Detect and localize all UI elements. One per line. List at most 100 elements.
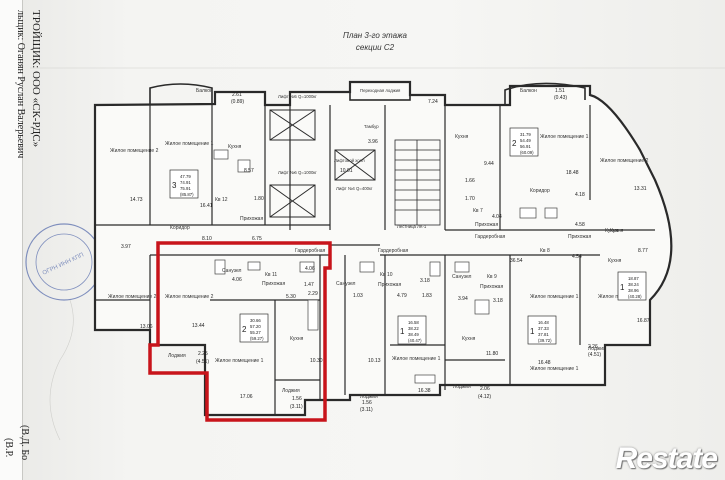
area-value: 16.38 (418, 388, 431, 394)
room-label: Санузел (452, 274, 472, 280)
unit-tag-value: 38.49 (408, 332, 419, 337)
room-label: Лифт №6 Q=1000кг (278, 170, 317, 175)
restate-watermark-logo: Restate (615, 442, 718, 475)
room-label: Прихожая (480, 284, 503, 290)
area-value: 3.18 (493, 298, 503, 304)
area-value: 16.48 (538, 360, 551, 366)
room-label: Коридор (530, 188, 550, 194)
paper-marks (30, 67, 725, 441)
unit-tag-value: 38.96 (628, 288, 639, 293)
room-label: Прихожая (568, 234, 591, 240)
room-label: Гардеробная (475, 234, 506, 240)
unit-tag-value: 38.22 (408, 326, 419, 331)
area-value: 8.10 (202, 236, 212, 242)
room-label: Жилое помещение 2 (110, 148, 159, 154)
unit-tag: 1 18.87 38.24 38.96 (40.28) (617, 271, 647, 301)
unit-tag: 1 16.48 37.33 37.81 (39.72) (527, 315, 557, 345)
room-label: Тамбур (364, 124, 379, 129)
area-value: 36.54 (510, 258, 523, 264)
area-value: (3.11) (360, 407, 373, 413)
room-label: Кв 10 (380, 272, 393, 278)
room-label: Кухня (455, 134, 469, 140)
unit-tags: 3 47.79 74.91 75.91 (85.87) 2 31.79 54.4… (169, 127, 647, 345)
area-value: 1.70 (465, 196, 475, 202)
area-value: 2.26 (588, 344, 598, 350)
room-label: Жилое помещение 1 (392, 356, 441, 362)
room-label: Кв 11 (265, 272, 277, 278)
room-label: Кухня (228, 144, 242, 150)
area-value: 3.97 (121, 244, 131, 250)
area-value: 1.56 (362, 400, 372, 406)
room-label: Кухня (605, 228, 619, 234)
unit-tag: 3 47.79 74.91 75.91 (85.87) (169, 169, 199, 199)
room-label: Коридор (170, 225, 190, 231)
room-label: Прихожая (378, 282, 401, 288)
room-label: Лоджия (588, 346, 606, 352)
room-label: Лоджия (453, 384, 471, 390)
unit-tag-value: 55.27 (250, 330, 261, 335)
unit-tag-value: (60.09) (520, 150, 534, 155)
unit-tag: 2 31.79 54.49 56.91 (60.09) (509, 127, 539, 157)
room-label: Жилое помещение 1 (215, 358, 264, 364)
area-figures: 2.61 (0.89) 7.24 1.51 (0.43) 14.73 16.41… (121, 88, 650, 413)
room-label: Лестница ЛК-1 (397, 224, 427, 229)
room-label: Лифт №5 Q=1000кг (278, 94, 317, 99)
room-label: Лоджия (360, 394, 378, 400)
area-value: 5.30 (286, 294, 296, 300)
room-label: Лифт №4 Q=400кг (336, 186, 373, 191)
lift-shafts (269, 109, 376, 218)
area-value: 8.57 (244, 168, 254, 174)
area-value: 10.30 (310, 358, 323, 364)
balconies (149, 81, 586, 104)
area-value: 7.24 (428, 99, 438, 105)
area-value: 1.51 (555, 88, 565, 94)
area-value: 2.29 (308, 291, 318, 297)
room-label: Балкон (196, 88, 213, 94)
unit-tag-value: 57.20 (250, 324, 261, 329)
area-value: 2.06 (480, 386, 490, 392)
area-value: 4.54 (572, 254, 582, 260)
unit-tag-rooms: 2 (512, 139, 517, 148)
area-value: 1.03 (353, 293, 363, 299)
area-value: (4.12) (478, 394, 491, 400)
area-value: 6.75 (252, 236, 262, 242)
area-value: 17.06 (240, 394, 253, 400)
unit-tag-value: 56.91 (520, 144, 531, 149)
room-label: Лоджия (168, 353, 186, 359)
area-value: 1.66 (465, 178, 475, 184)
area-value: (0.89) (231, 99, 244, 105)
unit-tag-rooms: 3 (172, 181, 177, 190)
unit-tag-value: 18.87 (628, 276, 639, 281)
plan-title-line-2: секции С2 (355, 43, 395, 52)
area-value: 4.18 (575, 192, 585, 198)
unit-tag-rooms: 1 (400, 327, 405, 336)
area-value: 11.80 (486, 351, 498, 357)
area-value: 2.25 (198, 351, 208, 357)
room-label: Балкон (520, 88, 537, 94)
area-value: 1.83 (422, 293, 432, 299)
unit-tag-value: (40.47) (408, 338, 422, 343)
area-value: 1.80 (254, 196, 264, 202)
unit-tag-value: (59.27) (250, 336, 264, 341)
room-label: Жилое помещение 1 (530, 294, 579, 300)
area-value: 3.94 (458, 296, 468, 302)
area-value: 10.13 (368, 358, 381, 364)
room-label: Кухня (290, 336, 304, 342)
area-value: 4.79 (397, 293, 407, 299)
area-value: (4.51) (588, 352, 601, 358)
unit-tag-value: 54.49 (520, 138, 531, 143)
room-label: Прихожая (262, 281, 285, 287)
selected-apartment-outline[interactable] (148, 241, 332, 422)
area-value: (0.43) (554, 95, 567, 101)
unit-tag: 1 16.58 38.22 38.49 (40.47) (397, 315, 427, 345)
room-label: Жилое помещение 2 (600, 158, 649, 164)
room-label: Кухня (608, 258, 622, 264)
sanitary-fixtures (213, 149, 558, 384)
staircase (394, 139, 441, 226)
unit-tag-value: 31.79 (520, 132, 531, 137)
room-label: Лифтовой холл (334, 158, 365, 163)
room-label: Санузел (222, 268, 242, 274)
unit-tag-value: (40.28) (628, 294, 642, 299)
room-label: Кухня (462, 336, 476, 342)
